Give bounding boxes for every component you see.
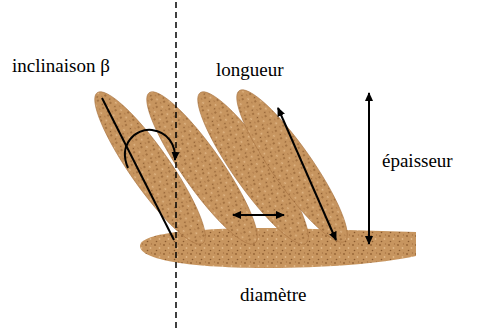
spacing-arrow (233, 214, 284, 216)
vertical-axis (175, 2, 177, 328)
angle-label: inclinaison β (12, 56, 110, 75)
thickness-label: épaisseur (382, 151, 453, 170)
diameter-label: diamètre (240, 285, 306, 304)
angle-arc (125, 130, 175, 168)
thickness-arrow (368, 93, 370, 244)
length-arrow (278, 108, 336, 240)
rod-axis (102, 98, 174, 240)
rods (81, 79, 361, 255)
length-label: longueur (216, 60, 284, 79)
